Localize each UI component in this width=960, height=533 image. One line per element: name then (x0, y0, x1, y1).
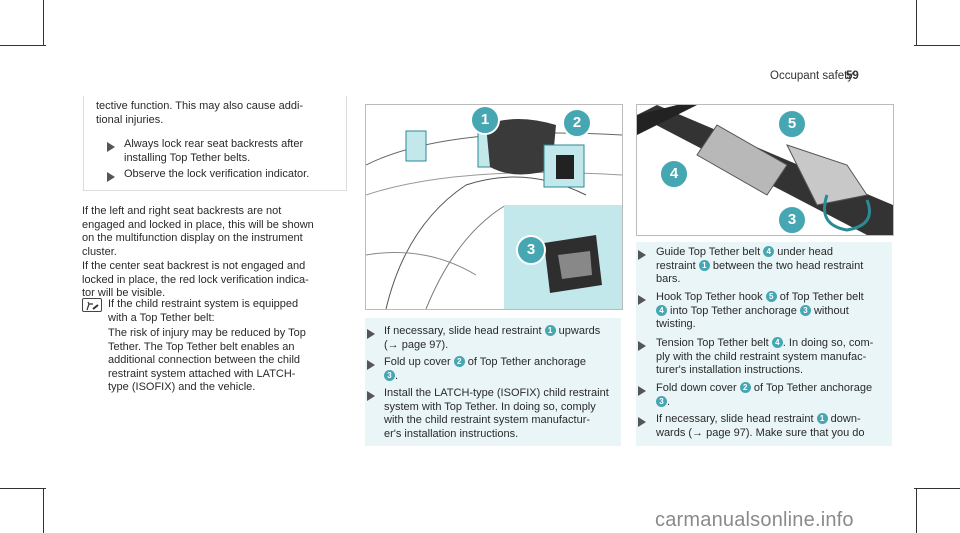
ref-number: 3 (656, 395, 667, 407)
ref-number: 1 (816, 413, 828, 424)
text-line: with a Top Tether belt: (108, 311, 215, 324)
bullet-arrow-icon (638, 341, 646, 351)
figure-head-restraint: 1 2 3 (365, 104, 623, 310)
step-text: Install the LATCH-type (ISOFIX) child re… (384, 387, 609, 441)
bullet-arrow-icon (638, 417, 646, 427)
page-link[interactable]: wards (→ page 97). Make sure that you do (656, 426, 865, 439)
environment-paragraph: The risk of injury may be reduced by Top… (108, 327, 306, 395)
bullet-arrow-icon (367, 360, 375, 370)
text-line: with the child restraint system manufact… (384, 414, 591, 426)
warning-bullet: Always lock rear seat backrests after in… (124, 138, 303, 165)
text-line: tective function. This may also cause ad… (96, 100, 304, 112)
ref-number: 2 (739, 382, 751, 393)
text-line: system with Top Tether. In doing so, com… (384, 400, 596, 413)
step-text: Guide Top Tether belt 4 under head restr… (656, 246, 864, 285)
text-line: If the left and right seat backrests are… (82, 205, 282, 217)
text-line: installing Top Tether belts. (124, 151, 251, 164)
text-line: er's installation instructions. (384, 427, 519, 440)
step-text: Fold up cover 2 of Top Tether anchorage … (384, 356, 586, 382)
text-line: engaged and locked in place, this will b… (82, 218, 314, 231)
ref-number: 3 (384, 369, 395, 381)
ref-number: 1 (544, 325, 556, 336)
text-line: Always lock rear seat backrests after (124, 138, 304, 150)
paragraph: If the left and right seat backrests are… (82, 205, 314, 259)
text-line: The risk of injury may be reduced by Top (108, 327, 306, 339)
step-text: If necessary, slide head restraint 1 dow… (656, 413, 865, 439)
ref-number: 4 (771, 337, 783, 348)
crop-mark (43, 0, 44, 46)
page-link[interactable]: (→ page 97). (384, 338, 449, 351)
crop-mark (916, 488, 917, 533)
text-line: If the child restraint system is equippe… (108, 298, 299, 310)
bullet-arrow-icon (367, 391, 375, 401)
callout-3: 3 (516, 235, 546, 265)
page-number: 59 (846, 70, 859, 82)
bullet-arrow-icon (638, 295, 646, 305)
steps-background (365, 318, 621, 446)
crop-mark (914, 488, 960, 489)
ref-number: 3 (799, 304, 811, 316)
text-line: additional connection between the child (108, 354, 301, 366)
callout-1: 1 (470, 105, 500, 135)
step-text: Hook Top Tether hook 5 of Top Tether bel… (656, 291, 864, 330)
warning-text: tective function. This may also cause ad… (96, 100, 303, 127)
callout-5: 5 (777, 109, 807, 139)
bullet-arrow-icon (107, 172, 115, 182)
text-line: Tether. The Top Tether belt enables an (108, 340, 295, 353)
crop-mark (0, 488, 46, 489)
ref-number: 5 (765, 291, 777, 302)
ref-number: 4 (763, 246, 775, 257)
belt-illustration (637, 105, 893, 235)
crop-mark (914, 45, 960, 46)
ref-number: 4 (656, 304, 667, 316)
text-line: type (ISOFIX) and the vehicle. (108, 381, 256, 393)
crop-mark (916, 0, 917, 46)
text-line: locked in place, the red lock verificati… (82, 273, 309, 286)
section-title: Occupant safety (770, 70, 854, 82)
step-text: If necessary, slide head restraint 1 upw… (384, 325, 601, 351)
step-text: Tension Top Tether belt 4. In doing so, … (656, 337, 874, 376)
text-line: on the multifunction display on the inst… (82, 232, 303, 244)
callout-3: 3 (777, 205, 807, 235)
text-line: tor will be visible. (82, 287, 166, 299)
crop-mark (0, 45, 46, 46)
paragraph: If the center seat backrest is not engag… (82, 260, 309, 301)
bullet-arrow-icon (107, 142, 115, 152)
child-seat-icon (82, 298, 102, 312)
bullet-arrow-icon (367, 329, 375, 339)
warning-bullet: Observe the lock verification indicator. (124, 168, 309, 182)
callout-4: 4 (659, 159, 689, 189)
bullet-arrow-icon (638, 386, 646, 396)
text-line: cluster. (82, 245, 117, 258)
text-line: Observe the lock verification indicator. (124, 168, 310, 180)
text-line: If the center seat backrest is not engag… (82, 260, 306, 272)
ref-number: 1 (698, 259, 710, 271)
text-line: tional injuries. (96, 113, 164, 126)
environment-note: If the child restraint system is equippe… (108, 298, 298, 325)
crop-mark (43, 488, 44, 533)
bullet-arrow-icon (638, 250, 646, 260)
figure-top-tether-belt: 5 4 3 (636, 104, 894, 236)
warning-continuation-box (83, 96, 347, 191)
text-line: Install the LATCH-type (ISOFIX) child re… (384, 387, 609, 399)
text-line: restraint system attached with LATCH- (108, 367, 296, 380)
callout-2: 2 (562, 108, 592, 138)
watermark: carmanualsonline.info (655, 509, 854, 531)
ref-number: 2 (453, 356, 465, 367)
steps-background (636, 242, 892, 446)
step-text: Fold down cover 2 of Top Tether anchorag… (656, 382, 873, 408)
